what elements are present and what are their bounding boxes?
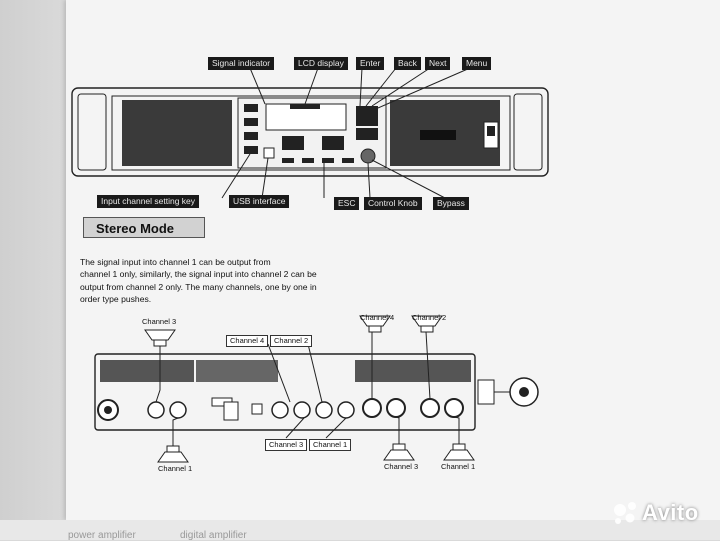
channel-4-top-label: Channel 4: [360, 313, 395, 322]
label-control-knob: Control Knob: [364, 197, 422, 210]
label-bypass: Bypass: [433, 197, 469, 210]
channel-4-box: Channel 4: [226, 335, 269, 347]
channel-2-box: Channel 2: [270, 335, 313, 347]
label-usb-interface: USB interface: [229, 195, 290, 208]
label-lcd-display: LCD display: [294, 57, 348, 70]
label-esc: ESC: [334, 197, 360, 210]
label-next: Next: [425, 57, 451, 70]
watermark-text: Avito: [642, 500, 699, 525]
paragraph-line: The signal input into channel 1 can be o…: [80, 257, 271, 267]
rear-panel-drawing: [94, 315, 539, 463]
label-enter: Enter: [356, 57, 385, 70]
channel-1-box: Channel 1: [309, 439, 352, 451]
channel-3-bottom-label: Channel 3: [384, 462, 419, 471]
label-input-channel-key: Input channel setting key: [97, 195, 200, 208]
footer-left-text: power amplifier: [68, 530, 136, 541]
section-title: Stereo Mode: [83, 217, 205, 238]
manual-page: [66, 0, 720, 520]
paragraph-line: channel 1 only, similarly, the signal in…: [80, 269, 317, 280]
front-panel-drawing: [71, 67, 549, 199]
label-signal-indicator: Signal indicator: [208, 57, 275, 70]
channel-2-top-label: Channel 2: [412, 313, 447, 322]
description-paragraph: The signal input into channel 1 can be o…: [80, 256, 370, 306]
footer-right-text: digital amplifier: [180, 530, 247, 541]
channel-3-top-label: Channel 3: [142, 317, 177, 326]
paragraph-line: order type pushes.: [80, 294, 152, 305]
label-back: Back: [394, 57, 421, 70]
paragraph-line: output from channel 2 only. The many cha…: [80, 281, 317, 292]
label-menu: Menu: [462, 57, 492, 70]
page-footer: power amplifier digital amplifier: [0, 520, 720, 541]
channel-3-box: Channel 3: [265, 439, 308, 451]
channel-1-bottom-right-label: Channel 1: [441, 462, 476, 471]
channel-1-bottom-label: Channel 1: [158, 464, 193, 473]
